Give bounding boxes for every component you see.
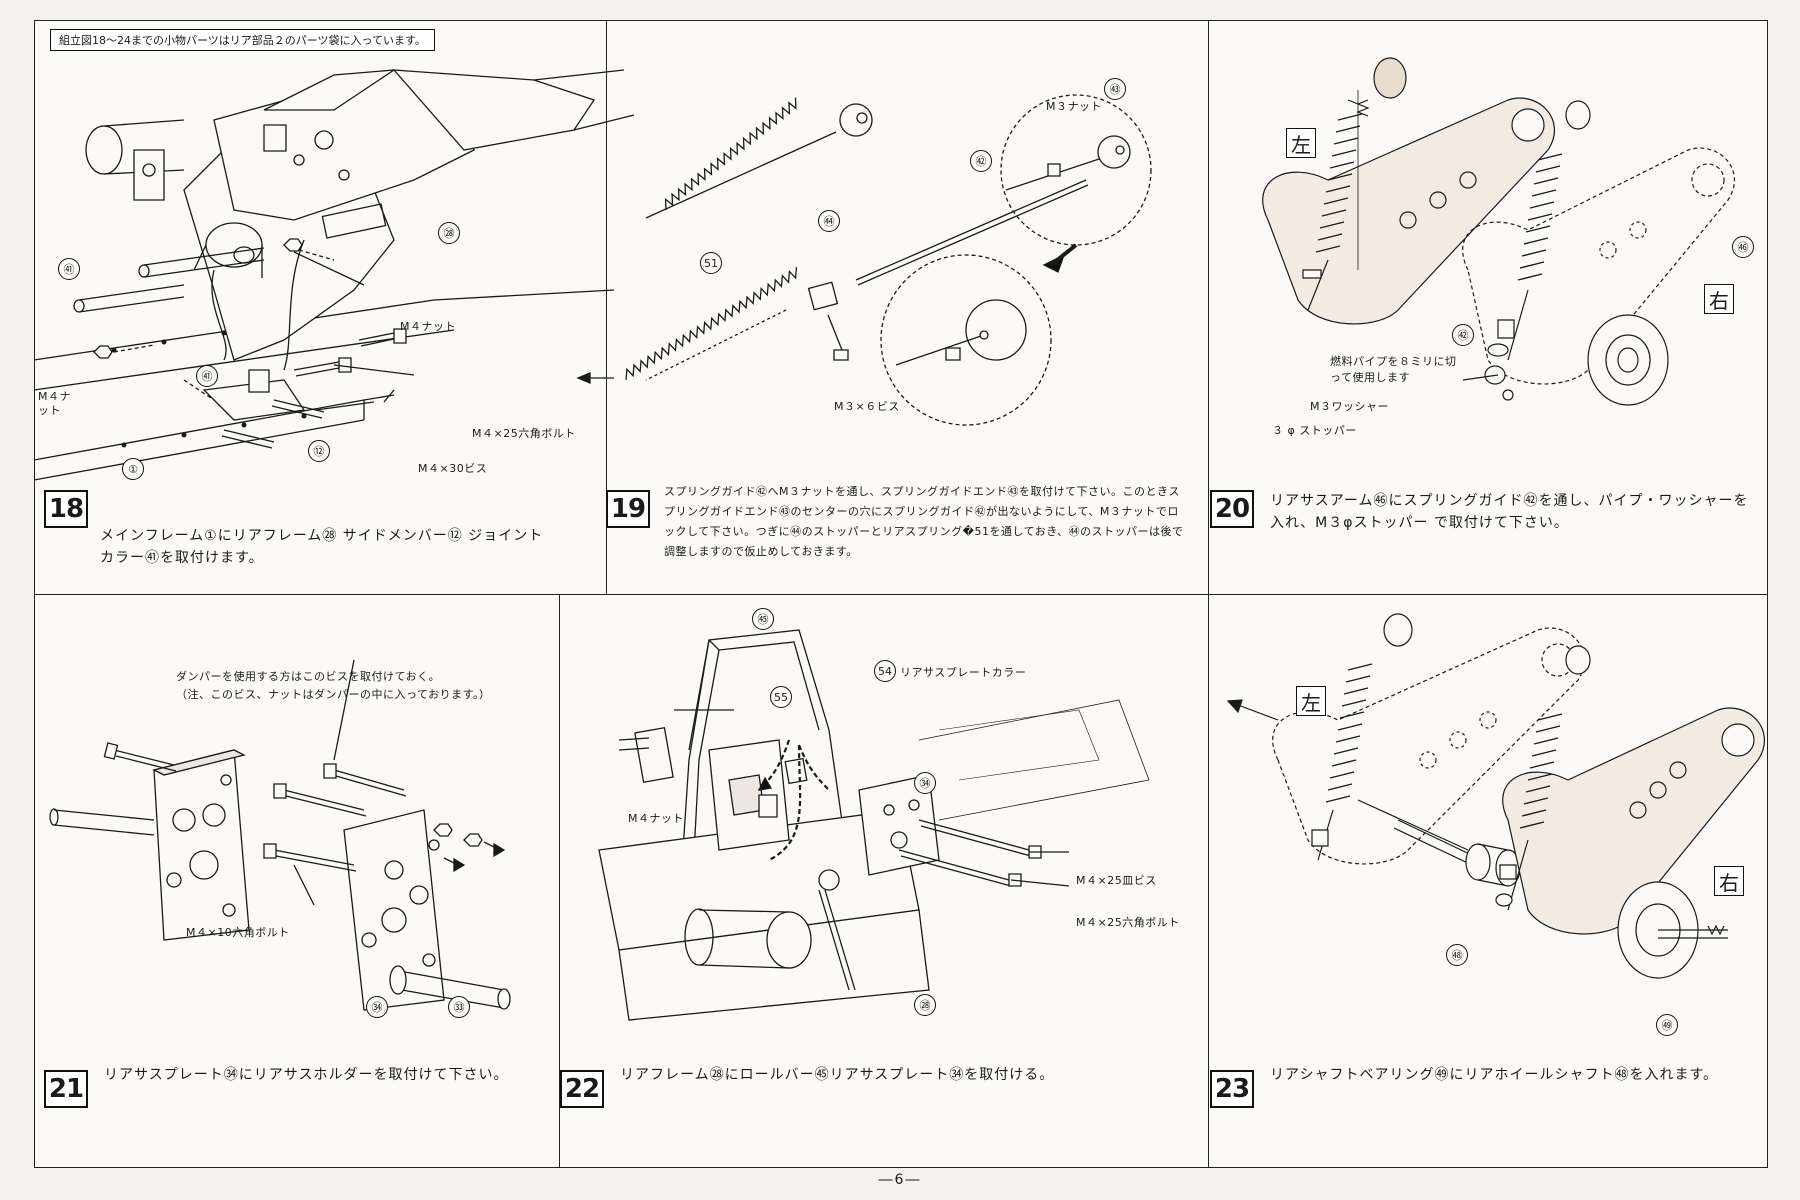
step-number-19: 19 bbox=[606, 490, 650, 528]
part-28: ㉘ bbox=[438, 222, 460, 244]
step20-label-washer: M３ワッシャー bbox=[1310, 400, 1389, 413]
step20-label-stopper: ３ φ ストッパー bbox=[1272, 424, 1357, 437]
step-number-22: 22 bbox=[560, 1070, 604, 1108]
step-number-18: 18 bbox=[44, 490, 88, 528]
step21-label-bolt10: M４×10六角ボルト bbox=[186, 926, 290, 939]
divider-top-1 bbox=[606, 20, 607, 594]
step18-label-screw30: M４×30ビス bbox=[418, 462, 488, 475]
step22-label-bolt25: M４×25六角ボルト bbox=[1076, 916, 1180, 929]
part-127: ⑫ bbox=[308, 440, 330, 462]
step22-illustration bbox=[559, 610, 1208, 1030]
step22-label-m4nut: M４ナット bbox=[628, 812, 684, 825]
step20-description: リアサスアーム㊻にスプリングガイド㊷を通し、パイプ・ワッシャーを入れ、M３φスト… bbox=[1270, 493, 1749, 531]
step18-illustration bbox=[34, 40, 606, 510]
step22-label-flat25: M４×25皿ビス bbox=[1076, 874, 1157, 887]
part-1: ① bbox=[122, 458, 144, 480]
step18-label-m4nut-left: M４ナット bbox=[38, 390, 71, 417]
step23-illustration bbox=[1208, 600, 1768, 1030]
step20-label-right: 右 bbox=[1704, 284, 1734, 314]
header-note: 組立図18～24までの小物パーツはリア部品２のパーツ袋に入っています。 bbox=[50, 29, 435, 51]
part-34-step21: ㉞ bbox=[366, 996, 388, 1018]
part-46: ㊻ bbox=[1732, 236, 1754, 258]
part-41-a: ㊶ bbox=[58, 258, 80, 280]
step19-illustration bbox=[606, 60, 1208, 440]
step23-label-left: 左 bbox=[1296, 686, 1326, 716]
part-49: ㊾ bbox=[1656, 1014, 1678, 1036]
step23-label-right: 右 bbox=[1714, 866, 1744, 896]
part-55: 55 bbox=[770, 686, 792, 708]
part-43: ㊸ bbox=[1104, 78, 1126, 100]
part-45: ㊺ bbox=[752, 608, 774, 630]
divider-bottom-2 bbox=[1208, 594, 1209, 1168]
step20-illustration bbox=[1208, 40, 1768, 480]
step21-damper-note-2: （注、このビス、ナットはダンパーの中に入っております。） bbox=[176, 688, 491, 701]
step-number-21: 21 bbox=[44, 1070, 88, 1108]
page-number: ―6― bbox=[878, 1172, 922, 1188]
part-44: ㊹ bbox=[818, 210, 840, 232]
step22-description: リアフレーム㉘にロールバー㊺リアサスプレート㉞を取付ける。 bbox=[620, 1067, 1055, 1083]
step19-label-screw: M３×６ビス bbox=[834, 400, 900, 413]
step18-label-bolt25: M４×25六角ボルト bbox=[472, 427, 576, 440]
step18-label-m4nut: M４ナット bbox=[400, 320, 456, 333]
part-33: ㉝ bbox=[448, 996, 470, 1018]
step19-description: スプリングガイド㊷へM３ナットを通し、スプリングガイドエンド㊸を取付けて下さい。… bbox=[664, 485, 1184, 558]
divider-bottom-1 bbox=[559, 594, 560, 1168]
part-41-b: ㊶ bbox=[196, 365, 218, 387]
divider-middle bbox=[34, 594, 1768, 595]
step18-description: メインフレーム①にリアフレーム㉘ サイドメンバー⑫ ジョイントカラー㊶を取付けま… bbox=[100, 528, 544, 566]
part-42-step20: ㊷ bbox=[1452, 324, 1474, 346]
part-28-step22: ㉘ bbox=[914, 994, 936, 1016]
step21-damper-note-1: ダンパーを使用する方はこのビスを取付けておく。 bbox=[176, 670, 441, 683]
step22-label-collar: リアサスプレートカラー bbox=[900, 666, 1027, 679]
step20-label-left: 左 bbox=[1286, 128, 1316, 158]
step19-label-m3nut: M３ナット bbox=[1046, 100, 1102, 113]
part-48: ㊽ bbox=[1446, 944, 1468, 966]
part-51: 51 bbox=[700, 252, 722, 274]
part-54: 54 bbox=[874, 660, 896, 682]
step21-illustration bbox=[34, 640, 559, 1020]
step23-description: リアシャフトベアリング㊾にリアホイールシャフト㊽を入れます。 bbox=[1270, 1067, 1719, 1083]
step20-label-pipe: 燃料パイプを８ミリに切って使用します bbox=[1330, 355, 1457, 384]
part-42: ㊷ bbox=[970, 150, 992, 172]
part-34-step22: ㉞ bbox=[914, 772, 936, 794]
step-number-23: 23 bbox=[1210, 1070, 1254, 1108]
step-number-20: 20 bbox=[1210, 490, 1254, 528]
divider-top-2 bbox=[1208, 20, 1209, 594]
step21-description: リアサスプレート㉞にリアサスホルダーを取付けて下さい。 bbox=[104, 1067, 509, 1083]
